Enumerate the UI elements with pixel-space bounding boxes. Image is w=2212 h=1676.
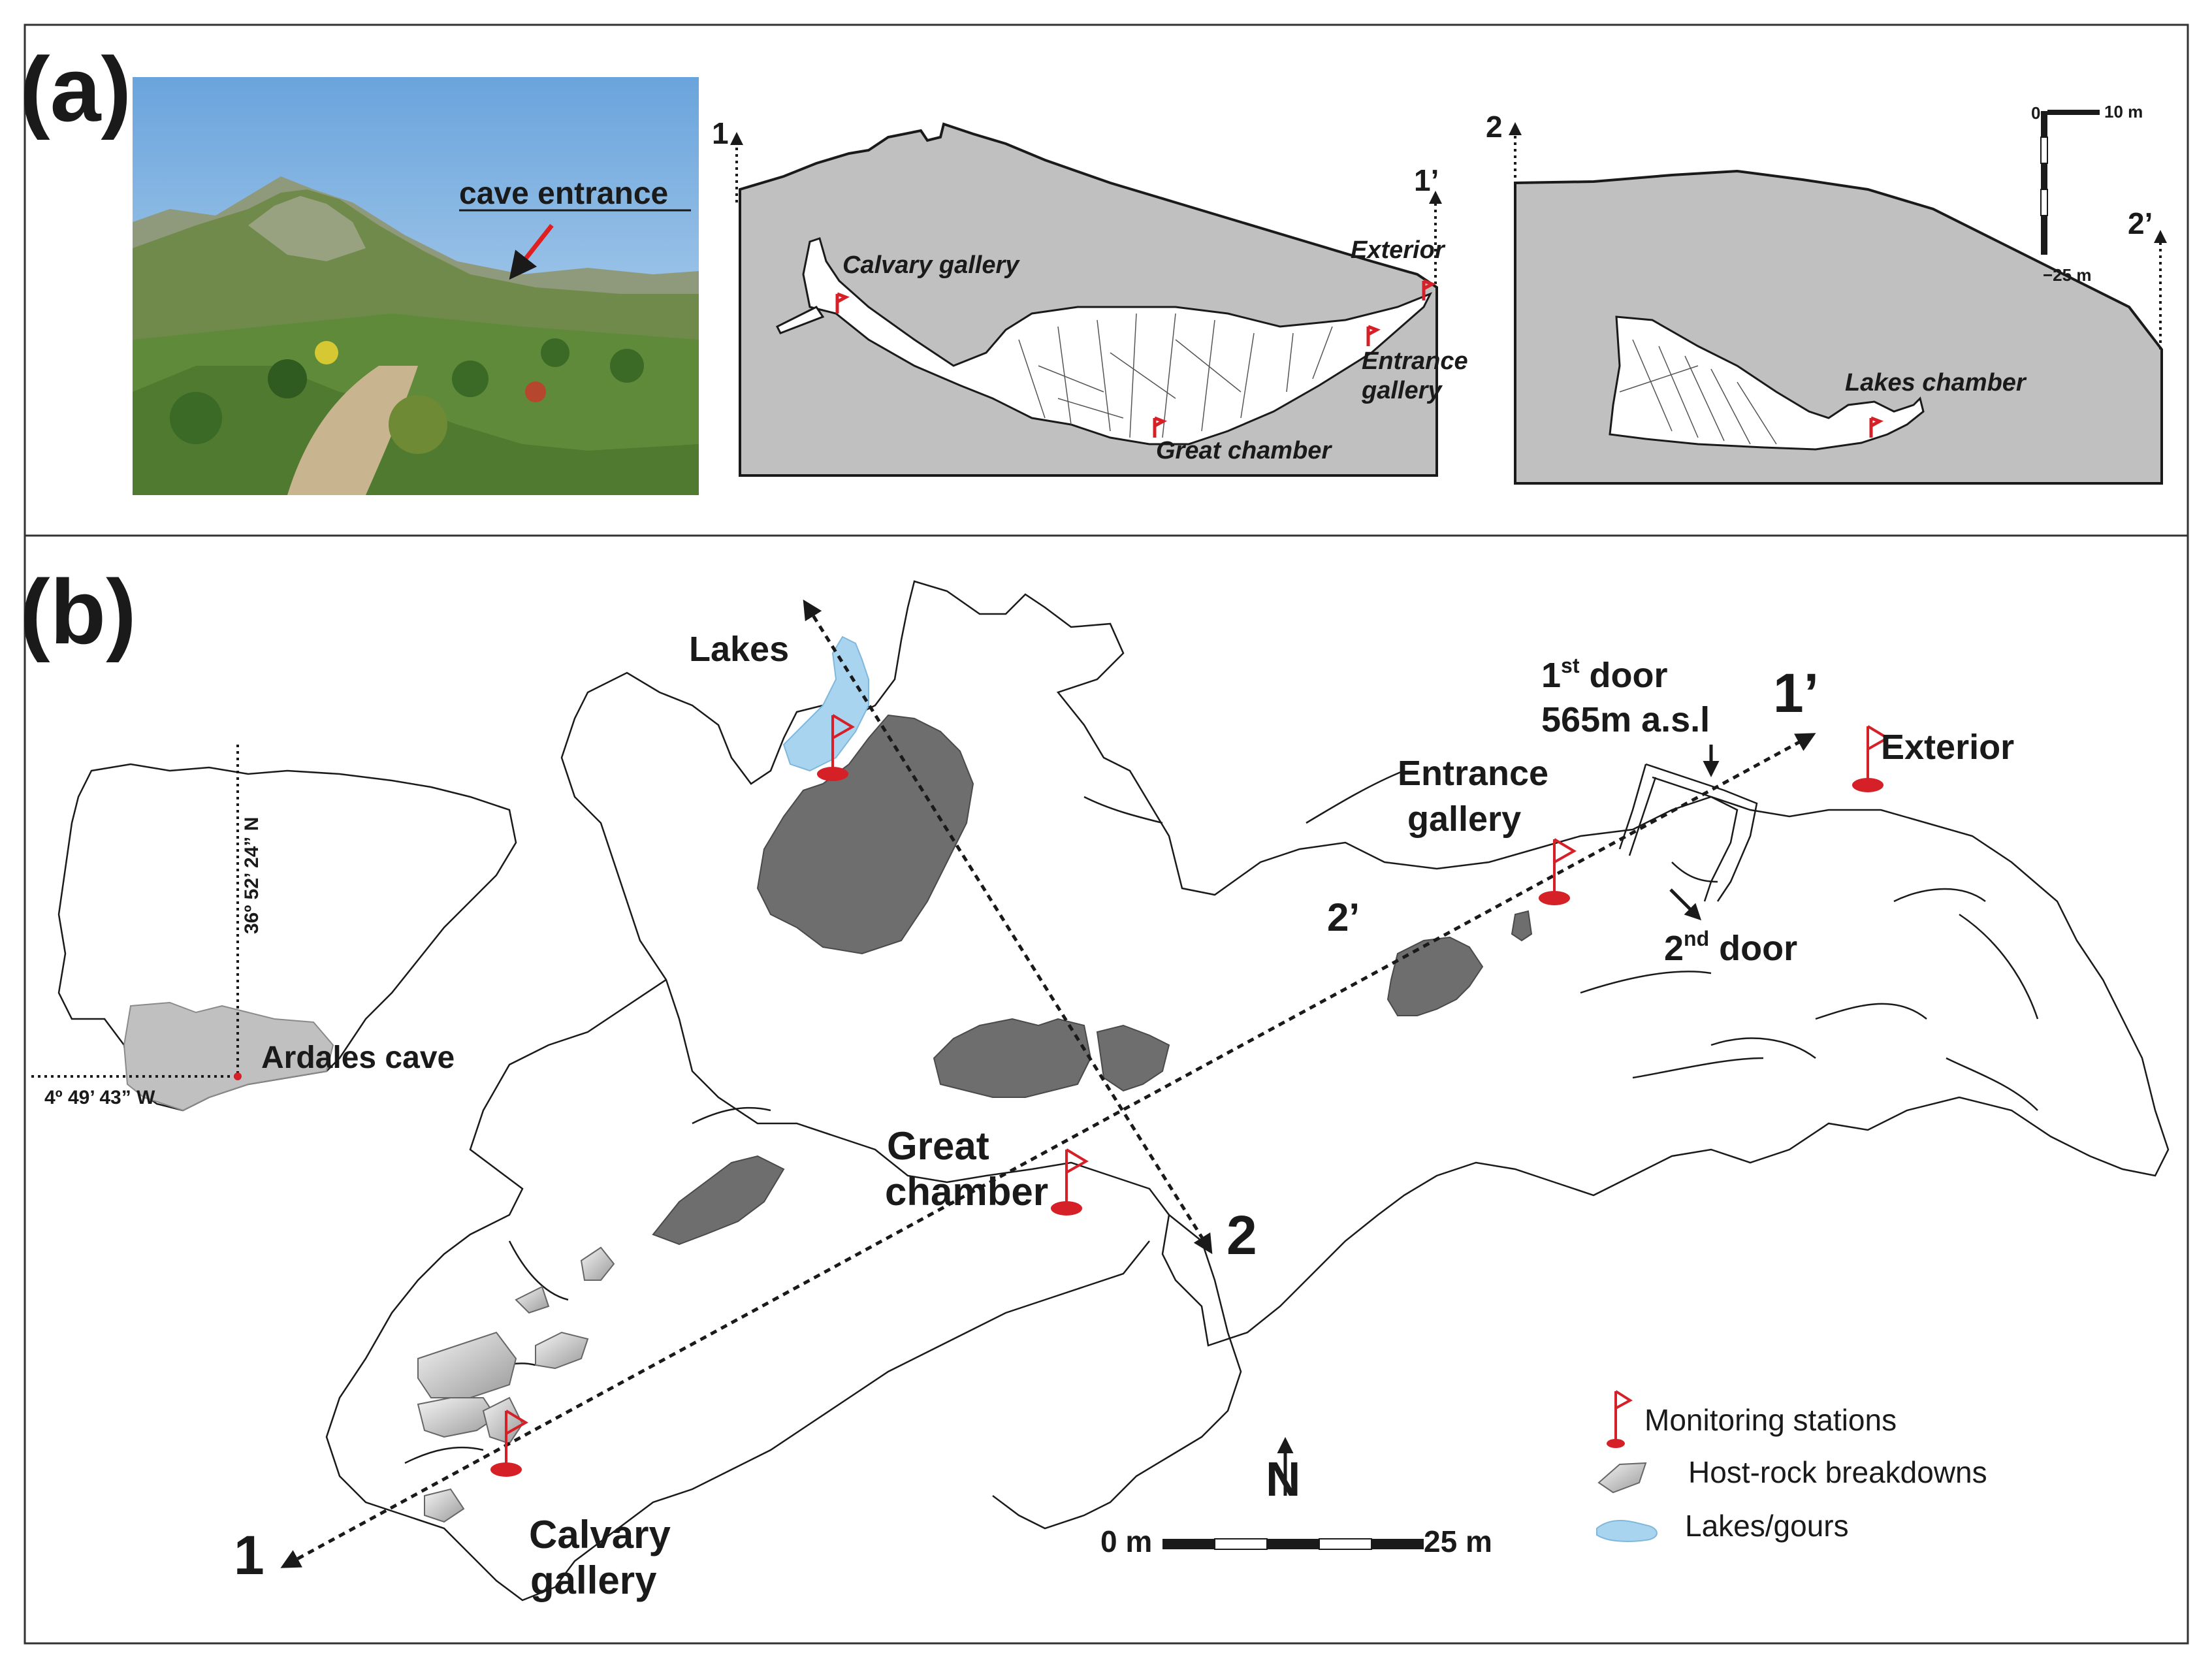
svg-text:0 m: 0 m xyxy=(1100,1524,1152,1558)
first-door-label: 1st door xyxy=(1541,654,1667,695)
transect-2-2p xyxy=(803,599,1213,1255)
second-door-label: 2nd door xyxy=(1664,927,1797,968)
svg-text:−25 m: −25 m xyxy=(2043,265,2091,285)
first-door-altitude: 565m a.s.l xyxy=(1541,700,1710,739)
great-chamber-plan-label-2: chamber xyxy=(885,1170,1048,1214)
calvary-blocks xyxy=(417,1246,615,1523)
profile-1-section: 1 1’ Calvary gallery Exterior Entrance g… xyxy=(712,116,1468,477)
legend-breakdowns-label: Host-rock breakdowns xyxy=(1688,1455,1987,1489)
point-2p-label: 2’ xyxy=(1327,895,1360,939)
svg-text:10 m: 10 m xyxy=(2104,102,2143,121)
great-chamber-plan-label-1: Great xyxy=(887,1124,989,1168)
calvary-gallery-plan-label-2: gallery xyxy=(530,1558,657,1602)
legend-station-icon xyxy=(1607,1390,1633,1448)
profile-2-end: 2’ xyxy=(2128,206,2153,240)
legend-stations-label: Monitoring stations xyxy=(1644,1403,1897,1437)
profile-2-station-marker xyxy=(1869,416,1883,438)
entrance-gallery-plan-label-1: Entrance xyxy=(1398,754,1548,793)
profile-1-end: 1’ xyxy=(1414,163,1439,197)
transect-1-1p xyxy=(280,733,1816,1568)
vertical-scale-bar: 0 10 m −25 m xyxy=(2031,102,2143,285)
iberia-inset-map: Ardales cave 36º 52’ 24” N 4º 49’ 43” W xyxy=(31,745,517,1112)
svg-text:N: N xyxy=(1266,1452,1300,1506)
profile-1-start: 1 xyxy=(712,116,729,150)
ardales-cave-label: Ardales cave xyxy=(261,1040,455,1075)
point-1-label: 1 xyxy=(234,1524,264,1586)
legend: Monitoring stations Host-rock breakdowns… xyxy=(1596,1390,1987,1543)
second-door-arrow xyxy=(1669,888,1702,921)
calvary-gallery-plan-label-1: Calvary xyxy=(529,1513,671,1556)
lake-shape xyxy=(782,636,869,772)
point-2-label: 2 xyxy=(1226,1204,1257,1266)
profile-1-cave-void xyxy=(802,237,1433,445)
legend-breakdown-icon xyxy=(1597,1462,1647,1494)
calvary-gallery-profile-label: Calvary gallery xyxy=(842,251,1020,279)
latitude-label: 36º 52’ 24” N xyxy=(241,817,263,934)
entrance-door-structure xyxy=(1618,763,1758,902)
lakes-chamber-profile-label: Lakes chamber xyxy=(1845,369,2027,396)
lakes-plan-label: Lakes xyxy=(689,630,789,669)
monitoring-station-great-chamber xyxy=(1050,1148,1087,1217)
entrance-gallery-profile-label-2: gallery xyxy=(1361,377,1443,404)
profile-2-section: 2 2’ Lakes chamber xyxy=(1486,110,2167,485)
longitude-label: 4º 49’ 43” W xyxy=(44,1087,155,1108)
horizontal-scale-bar: 0 m 25 m xyxy=(1100,1524,1492,1558)
exterior-profile-label: Exterior xyxy=(1351,236,1446,264)
great-chamber-profile-label: Great chamber xyxy=(1156,437,1332,464)
cave-entrance-photo: cave entrance xyxy=(133,77,699,495)
svg-text:0: 0 xyxy=(2031,103,2040,123)
entrance-gallery-profile-label-1: Entrance xyxy=(1362,347,1468,375)
svg-text:25 m: 25 m xyxy=(1424,1524,1492,1558)
profile-1-station-markers xyxy=(835,279,1436,438)
entrance-gallery-plan-label-2: gallery xyxy=(1407,799,1521,839)
legend-lakes-label: Lakes/gours xyxy=(1685,1509,1849,1543)
north-arrow-icon: N xyxy=(1266,1437,1300,1506)
monitoring-station-entrance xyxy=(1537,838,1575,907)
host-rock-breakdowns xyxy=(652,714,1533,1246)
exterior-plan-label: Exterior xyxy=(1881,728,2014,767)
figure-frame xyxy=(24,24,2189,1645)
panel-a-label: (a) xyxy=(20,38,131,140)
cave-entrance-label: cave entrance xyxy=(459,176,668,211)
profile-2-cave-void xyxy=(1609,315,1925,451)
legend-lake-icon xyxy=(1596,1520,1658,1542)
point-1p-label: 1’ xyxy=(1773,662,1819,724)
profile-2-start: 2 xyxy=(1486,110,1503,144)
panel-b-label: (b) xyxy=(20,560,136,663)
